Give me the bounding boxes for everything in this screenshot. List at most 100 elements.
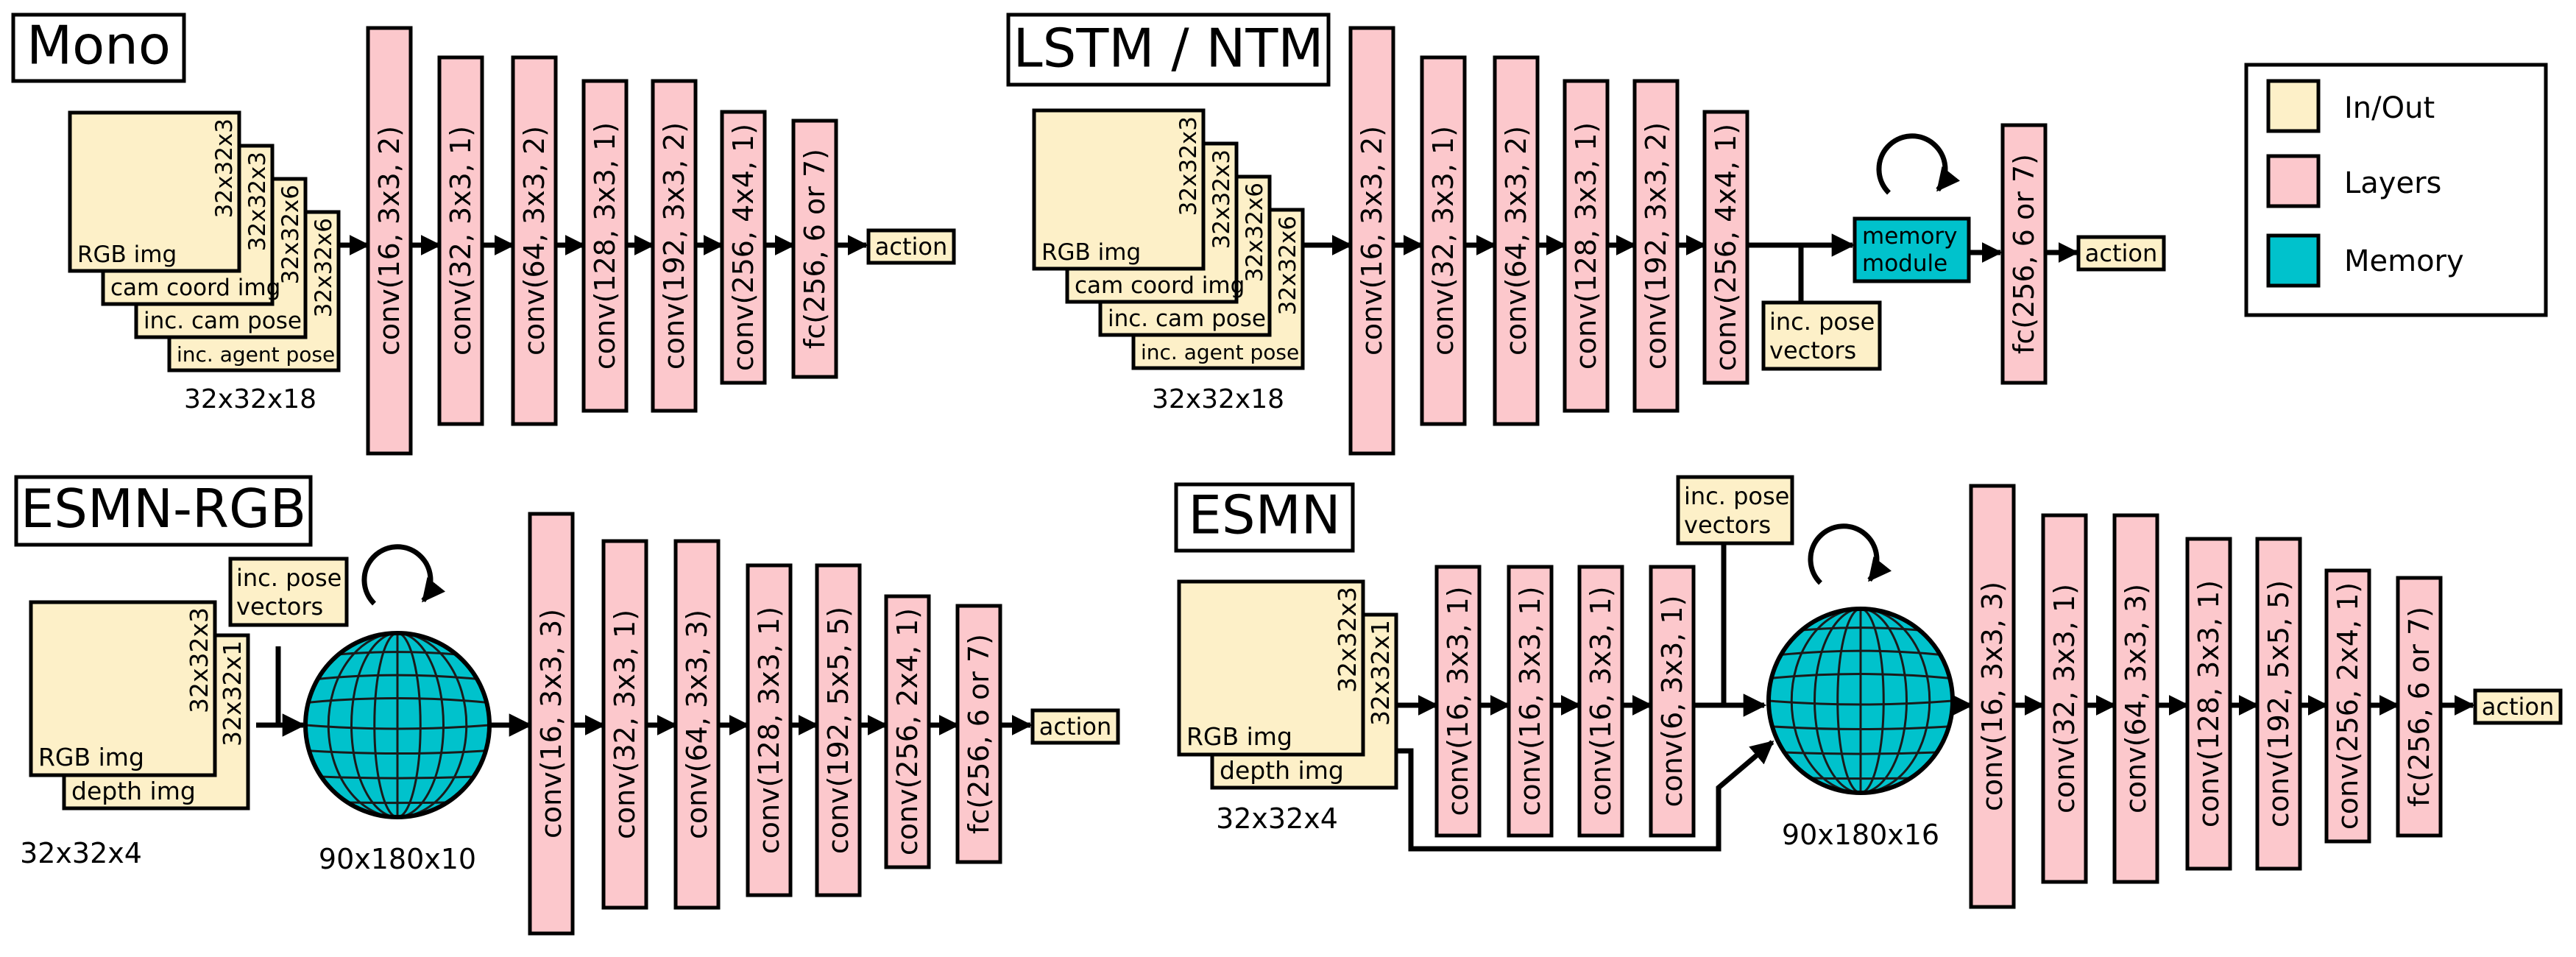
depth-img-label: depth img bbox=[1220, 756, 1344, 785]
sphere-longitude bbox=[1814, 609, 1908, 793]
esmn-layer-3 bbox=[2185, 537, 2232, 871]
esmn-layer-2 bbox=[2112, 513, 2159, 884]
esmn-layer-4 bbox=[2255, 537, 2302, 871]
lstm-fc-layer-label: fc(256, 6 or 7) bbox=[2008, 154, 2040, 354]
input-size-label: 32x32x4 bbox=[1216, 802, 1338, 835]
memory-module-line1: memory bbox=[1862, 223, 1958, 250]
rgb-img-label: RGB img bbox=[38, 743, 144, 771]
rgb-img-label: RGB img bbox=[1041, 239, 1141, 266]
inc-cam-pose-label: inc. cam pose bbox=[144, 308, 302, 334]
inc-agent-pose-dim: 32x32x6 bbox=[1275, 216, 1301, 315]
esmn-action-output-text: action bbox=[2482, 693, 2555, 721]
esmn-rgb-layer-2-label: conv(64, 3x3, 3) bbox=[681, 610, 713, 839]
cam-coord-img-dim: 32x32x3 bbox=[1209, 149, 1235, 249]
lstm-layer-0 bbox=[1348, 26, 1395, 456]
esmn-layer-0 bbox=[1969, 484, 2016, 909]
esmn-layer-1 bbox=[2041, 513, 2088, 884]
lstm-layer-5-label: conv(256, 4x4, 1) bbox=[1710, 124, 1742, 371]
mono-layer-2 bbox=[511, 55, 558, 426]
input-size-label: 32x32x18 bbox=[184, 384, 316, 414]
mono-title bbox=[11, 13, 186, 83]
rgb-img-plane bbox=[1032, 108, 1206, 271]
esmn-pre-layer-2 bbox=[1577, 565, 1624, 838]
lstm-layer-2-label: conv(64, 3x3, 2) bbox=[1500, 126, 1532, 356]
lstm-pose-vectors-line1: inc. pose bbox=[1769, 308, 1875, 336]
rgb-img-dim: 32x32x3 bbox=[1175, 116, 1202, 216]
depth-img-dim: 32x32x1 bbox=[218, 640, 247, 746]
lstm-pose-vectors bbox=[1761, 300, 1882, 371]
esmn-rgb-layer-4-label: conv(192, 5x5, 5) bbox=[822, 607, 854, 854]
esmn-rgb-layer-3 bbox=[746, 563, 793, 897]
esmn-rgb-layer-0-label: conv(16, 3x3, 3) bbox=[535, 609, 567, 838]
cam-coord-img-label: cam coord img bbox=[1075, 272, 1245, 299]
rgb-img-plane bbox=[1177, 579, 1365, 757]
mono-layer-6 bbox=[791, 119, 838, 379]
mono-action-output bbox=[866, 228, 956, 265]
lstm-layer-1-label: conv(32, 3x3, 1) bbox=[1427, 126, 1459, 356]
legend-label-layers: Layers bbox=[2344, 166, 2441, 200]
esmn-rgb-layer-1 bbox=[601, 539, 648, 910]
esmn-rgb-layer-6-label: fc(256, 6 or 7) bbox=[963, 634, 995, 834]
rgb-img-label: RGB img bbox=[1186, 722, 1292, 751]
lstm-pose-vectors-line2: vectors bbox=[1769, 336, 1856, 364]
esmn-rgb-action-output bbox=[1030, 708, 1120, 745]
inc-agent-pose-label: inc. agent pose bbox=[1141, 340, 1299, 364]
lstm-memory-module bbox=[1853, 216, 1971, 283]
mono-layer-5-label: conv(256, 4x4, 1) bbox=[727, 124, 760, 371]
mono-layer-2-label: conv(64, 3x3, 2) bbox=[518, 126, 551, 356]
esmn-pre-layer-1-label: conv(16, 3x3, 1) bbox=[1514, 586, 1546, 816]
sphere-longitude bbox=[1836, 609, 1885, 793]
esmn-layer-5-label: conv(256, 2x4, 1) bbox=[2332, 582, 2364, 830]
esmn-rgb-pose-vectors-line2: vectors bbox=[236, 593, 323, 621]
mono-layer-3-label: conv(128, 3x3, 1) bbox=[589, 122, 621, 370]
lstm-action-output bbox=[2076, 235, 2166, 272]
lstm-fc-layer bbox=[2000, 123, 2048, 385]
mono-layer-1 bbox=[437, 55, 484, 426]
esmn-rgb-title bbox=[14, 475, 313, 547]
mono-layer-4-label: conv(192, 3x3, 2) bbox=[658, 122, 690, 370]
esmn-rgb-layer-5-label: conv(256, 2x4, 1) bbox=[891, 608, 924, 855]
mono-layer-1-label: conv(32, 3x3, 1) bbox=[445, 126, 477, 356]
esmn-layer-0-label: conv(16, 3x3, 3) bbox=[1976, 582, 2009, 811]
rgb-img-plane bbox=[68, 110, 241, 273]
esmn-layer-1-label: conv(32, 3x3, 1) bbox=[2048, 584, 2081, 813]
input-size-label: 32x32x18 bbox=[1152, 384, 1284, 414]
lstm-layer-4 bbox=[1632, 79, 1680, 413]
esmn-rgb-title-text: ESMN-RGB bbox=[21, 478, 306, 540]
rgb-img-label: RGB img bbox=[77, 241, 177, 268]
rgb-img-dim: 32x32x3 bbox=[1333, 587, 1362, 693]
esmn-layer-2-label: conv(64, 3x3, 3) bbox=[2120, 584, 2152, 813]
inc-agent-pose-dim: 32x32x6 bbox=[311, 218, 337, 317]
mono-title-text: Mono bbox=[26, 15, 171, 77]
memory-size-label: 90x180x10 bbox=[319, 843, 476, 875]
sphere-longitude bbox=[350, 633, 445, 817]
depth-img-dim: 32x32x1 bbox=[1366, 620, 1395, 726]
esmn-rgb-layer-1-label: conv(32, 3x3, 1) bbox=[609, 610, 641, 839]
inc-cam-pose-dim: 32x32x6 bbox=[1242, 183, 1268, 282]
esmn-rgb-layer-6 bbox=[955, 604, 1002, 864]
esmn-pre-layer-3 bbox=[1649, 565, 1696, 838]
esmn-pre-layer-0-label: conv(16, 3x3, 1) bbox=[1442, 586, 1474, 816]
esmn-rgb-pose-vectors bbox=[228, 557, 349, 627]
mono-layer-6-label: fc(256, 6 or 7) bbox=[799, 149, 831, 349]
esmn-rgb-layer-5 bbox=[884, 594, 931, 869]
legend-swatch-layers bbox=[2266, 154, 2321, 208]
lstm-layer-1 bbox=[1420, 55, 1467, 426]
memory-size-label: 90x180x16 bbox=[1782, 819, 1939, 851]
lstm-layer-3 bbox=[1563, 79, 1610, 413]
mono-action-output-text: action bbox=[875, 233, 948, 261]
depth-skip-connection bbox=[1396, 740, 1774, 852]
esmn-rgb-pose-vectors-line1: inc. pose bbox=[236, 564, 342, 592]
inc-cam-pose-dim: 32x32x6 bbox=[277, 185, 304, 284]
sphere-recurrence-loop bbox=[361, 544, 446, 606]
esmn-rgb-layer-2 bbox=[673, 539, 721, 910]
inc-agent-pose-label: inc. agent pose bbox=[177, 342, 335, 367]
esmn-rgb-layer-0 bbox=[528, 512, 575, 936]
lstm-layer-5 bbox=[1702, 110, 1749, 385]
input-size-label: 32x32x4 bbox=[20, 837, 142, 869]
lstm-title bbox=[1006, 13, 1331, 87]
lstm-title-text: LSTM / NTM bbox=[1013, 17, 1324, 79]
cam-coord-img-dim: 32x32x3 bbox=[244, 152, 271, 251]
memory-module-line2: module bbox=[1862, 250, 1947, 277]
